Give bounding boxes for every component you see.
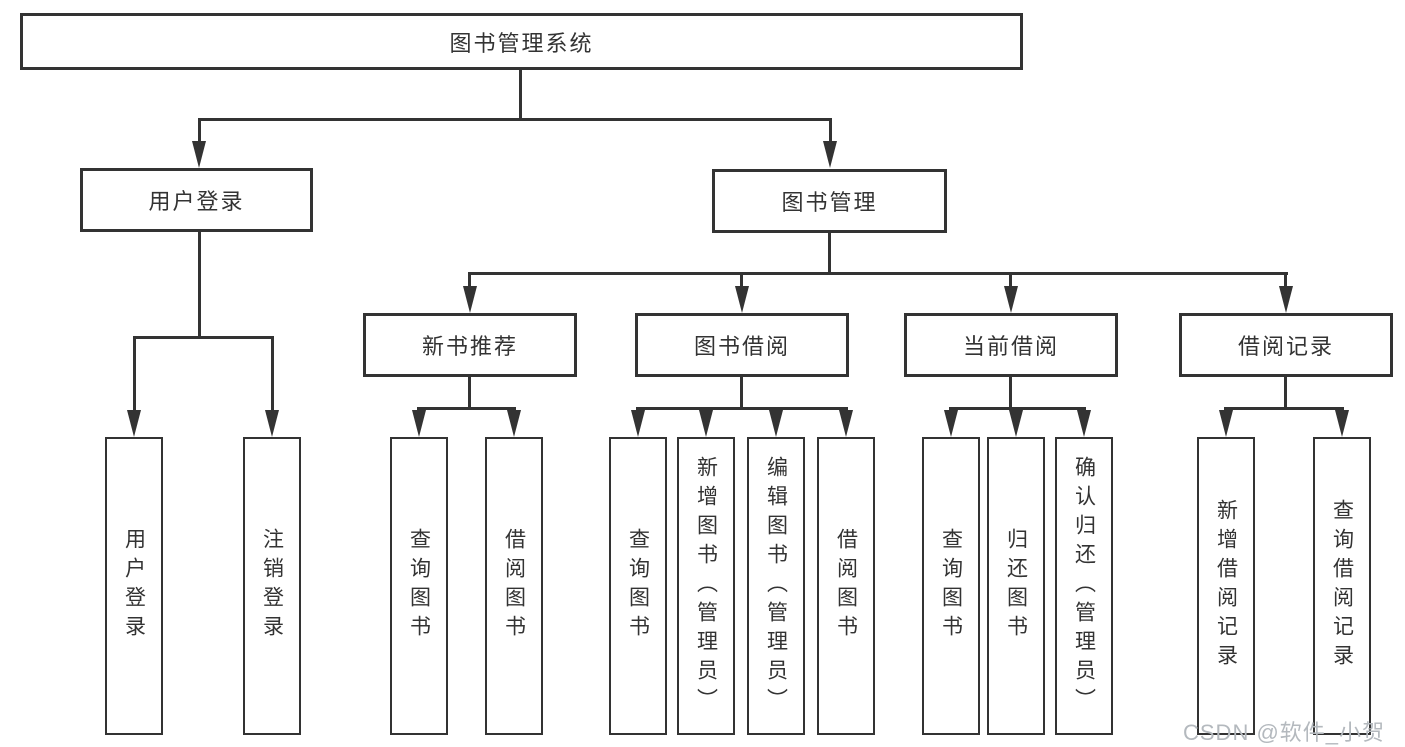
leaf-query-book-recommend: 查询图书 — [390, 437, 448, 735]
leaf-query-borrow-record-label: 查询借阅记录 — [1330, 499, 1354, 673]
connector-book-borrow-stem — [740, 377, 743, 410]
arrowhead-borrow-book — [839, 410, 853, 437]
leaf-add-borrow-record-label: 新增借阅记录 — [1214, 499, 1238, 673]
leaf-user-login: 用户登录 — [105, 437, 163, 735]
node-new-book-recommend-label: 新书推荐 — [421, 334, 518, 359]
connector-current-borrow-stem — [1009, 377, 1012, 410]
connector-new-book-recommend-stem — [468, 377, 471, 410]
leaf-return-book-label: 归还图书 — [1004, 528, 1028, 644]
connector-to-new-book-recommend — [468, 272, 471, 288]
leaf-borrow-book-label: 借阅图书 — [834, 528, 858, 644]
arrowhead-current-borrow — [1004, 286, 1018, 313]
node-borrow-record: 借阅记录 — [1179, 313, 1393, 377]
connector-current-borrow-branch — [949, 407, 1086, 410]
leaf-query-book-current-label: 查询图书 — [939, 528, 963, 644]
watermark: CSDN @软件_小贺同学 — [1183, 720, 1386, 745]
node-book-borrow: 图书借阅 — [635, 313, 849, 377]
connector-new-book-recommend-branch — [417, 407, 516, 410]
arrowhead-confirm-return-admin — [1077, 410, 1091, 437]
leaf-user-login-label: 用户登录 — [122, 528, 146, 644]
arrowhead-query-book-recommend — [412, 410, 426, 437]
connector-book-borrow-branch — [636, 407, 848, 410]
connector-to-current-borrow — [1009, 272, 1012, 288]
leaf-edit-book-admin: 编辑图书（管理员） — [747, 437, 805, 735]
leaf-query-book-current: 查询图书 — [922, 437, 980, 735]
node-user-login-label: 用户登录 — [148, 189, 245, 214]
connector-borrow-record-stem — [1284, 377, 1287, 410]
connector-root-stem — [519, 70, 522, 120]
leaf-borrow-book-recommend-label: 借阅图书 — [502, 528, 526, 644]
arrowhead-borrow-record — [1279, 286, 1293, 313]
connector-user-login-branch — [133, 336, 274, 339]
leaf-edit-book-admin-label: 编辑图书（管理员） — [764, 455, 788, 717]
arrowhead-query-book-borrow — [631, 410, 645, 437]
connector-to-leaf-user-login — [133, 336, 136, 412]
arrowhead-query-book-current — [944, 410, 958, 437]
leaf-query-book-recommend-label: 查询图书 — [407, 528, 431, 644]
node-new-book-recommend: 新书推荐 — [363, 313, 577, 377]
leaf-borrow-book-recommend: 借阅图书 — [485, 437, 543, 735]
leaf-query-book-borrow: 查询图书 — [609, 437, 667, 735]
leaf-return-book: 归还图书 — [987, 437, 1045, 735]
connector-book-management-stem — [828, 233, 831, 275]
node-book-management-label: 图书管理 — [781, 190, 878, 215]
leaf-query-borrow-record: 查询借阅记录 — [1313, 437, 1371, 735]
leaf-add-borrow-record: 新增借阅记录 — [1197, 437, 1255, 735]
connector-to-leaf-logout — [271, 336, 274, 412]
connector-to-book-management — [829, 118, 832, 144]
node-borrow-record-label: 借阅记录 — [1237, 334, 1334, 359]
connector-book-management-branch — [468, 272, 1288, 275]
node-book-borrow-label: 图书借阅 — [693, 334, 790, 359]
connector-to-user-login — [198, 118, 201, 144]
arrowhead-return-book — [1009, 410, 1023, 437]
leaf-add-book-admin: 新增图书（管理员） — [677, 437, 735, 735]
node-root-label: 图书管理系统 — [449, 30, 594, 56]
arrowhead-new-book-recommend — [463, 286, 477, 313]
leaf-logout: 注销登录 — [243, 437, 301, 735]
arrowhead-book-management — [823, 141, 837, 168]
node-user-login: 用户登录 — [80, 168, 313, 232]
arrowhead-add-book-admin — [699, 410, 713, 437]
connector-to-book-borrow — [740, 272, 743, 288]
leaf-borrow-book: 借阅图书 — [817, 437, 875, 735]
node-current-borrow-label: 当前借阅 — [962, 334, 1059, 359]
leaf-logout-label: 注销登录 — [260, 528, 284, 644]
node-root: 图书管理系统 — [20, 13, 1023, 70]
leaf-confirm-return-admin-label: 确认归还（管理员） — [1072, 455, 1096, 717]
node-book-management: 图书管理 — [712, 169, 947, 233]
connector-borrow-record-branch — [1224, 407, 1344, 410]
leaf-query-book-borrow-label: 查询图书 — [626, 528, 650, 644]
connector-user-login-stem — [198, 232, 201, 339]
arrowhead-leaf-user-login — [127, 410, 141, 437]
leaf-confirm-return-admin: 确认归还（管理员） — [1055, 437, 1113, 735]
arrowhead-book-borrow — [735, 286, 749, 313]
arrowhead-query-borrow-record — [1335, 410, 1349, 437]
arrowhead-borrow-book-recommend — [507, 410, 521, 437]
arrowhead-leaf-logout — [265, 410, 279, 437]
arrowhead-user-login — [192, 141, 206, 168]
connector-root-branch — [198, 118, 831, 121]
arrowhead-add-borrow-record — [1219, 410, 1233, 437]
leaf-add-book-admin-label: 新增图书（管理员） — [694, 455, 718, 717]
node-current-borrow: 当前借阅 — [904, 313, 1118, 377]
arrowhead-edit-book-admin — [769, 410, 783, 437]
connector-to-borrow-record — [1284, 272, 1287, 288]
